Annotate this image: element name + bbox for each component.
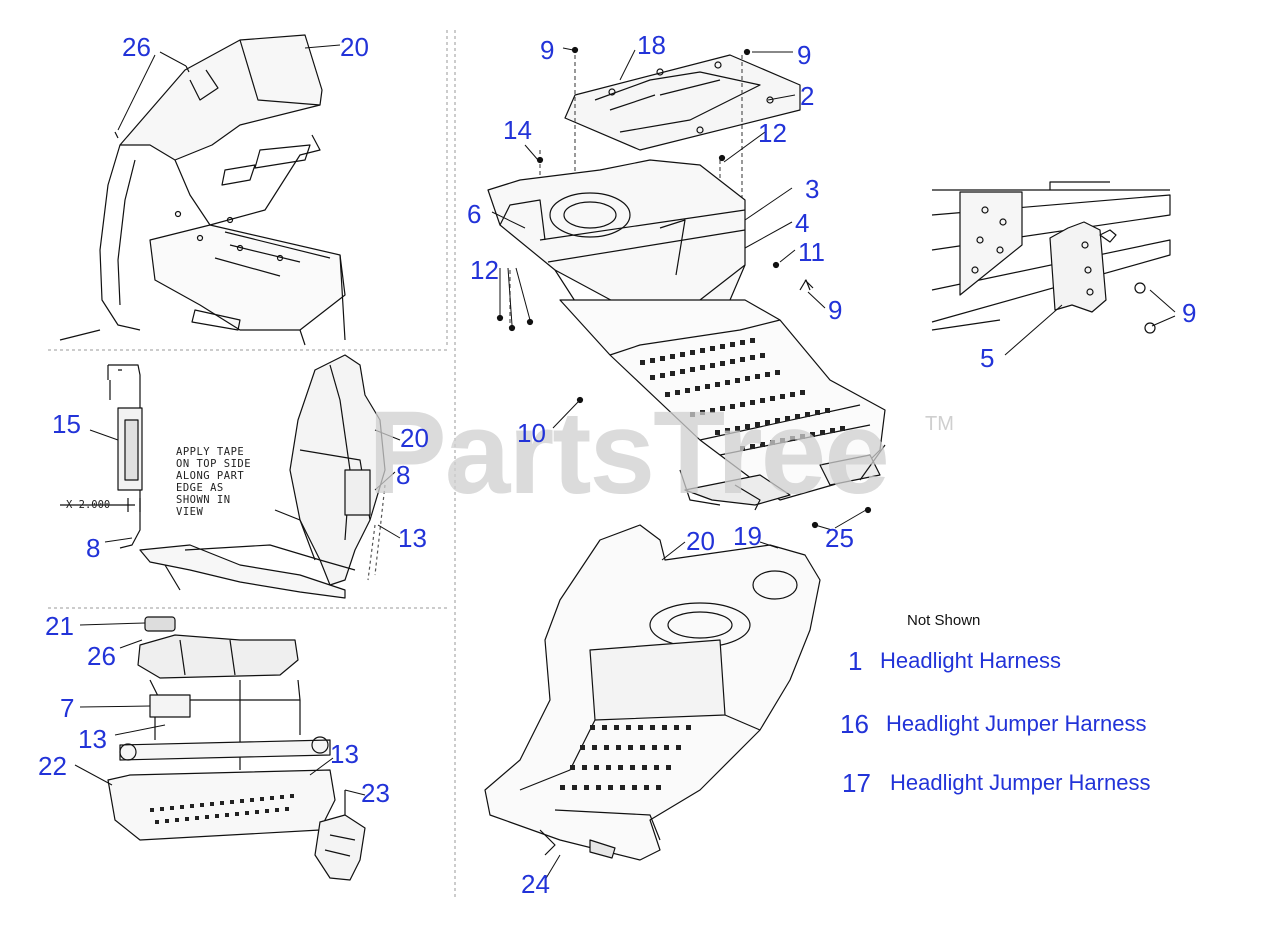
tape-detail-inset [60,364,346,599]
callout-22: 22 [38,751,67,781]
callout-6: 6 [467,199,482,229]
callout-18: 18 [637,30,666,60]
not-shown-heading: Not Shown [907,612,981,629]
not-shown-item-number: 17 [842,768,871,798]
callout-13: 13 [398,523,427,553]
callout-25: 25 [825,523,854,553]
fender-bracket-view [184,354,386,586]
callout-20: 20 [340,32,369,62]
tape-instruction-line: VIEW [176,506,204,518]
callout-5: 5 [980,343,995,373]
not-shown-item-name: Headlight Jumper Harness [890,770,1151,795]
frame-detail-view [931,181,1171,334]
callout-13: 13 [78,724,107,754]
callout-11: 11 [798,237,825,267]
assembled-body-view [484,524,821,861]
tape-instruction-line: APPLY TAPE [176,446,245,458]
section-dividers [48,30,456,900]
callout-9: 9 [828,295,843,325]
not-shown-item-name: Headlight Jumper Harness [886,711,1147,736]
callout-8: 8 [396,460,411,490]
not-shown-item-number: 16 [840,709,869,739]
front-assembly-view [107,616,366,881]
tape-dimension: X 2.000 [66,499,111,511]
callout-26: 26 [122,32,151,62]
callout-8: 8 [86,533,101,563]
not-shown-item-number: 1 [848,646,863,676]
callout-23: 23 [361,778,390,808]
callout-9: 9 [1182,298,1197,328]
callout-20: 20 [400,423,429,453]
callout-4: 4 [795,208,810,238]
tape-instruction: APPLY TAPE ON TOP SIDE ALONG PART EDGE A… [176,446,251,518]
callout-3: 3 [805,174,820,204]
floor-perforations [640,338,845,451]
tape-instruction-line: ALONG PART [176,470,245,482]
callout-7: 7 [60,693,75,723]
callout-9: 9 [797,40,812,70]
not-shown-item-name: Headlight Harness [880,648,1061,673]
tape-instruction-line: EDGE AS [176,482,224,494]
callout-2: 2 [800,81,815,111]
callout-14: 14 [503,115,532,145]
callout-26: 26 [87,641,116,671]
watermark-trademark: TM [925,413,954,435]
tape-instruction-line: SHOWN IN [176,494,231,506]
fender-assembly-view [59,34,346,346]
watermark: PartsTree [368,387,890,519]
tape-instruction-line: ON TOP SIDE [176,458,252,470]
callout-10: 10 [517,418,546,448]
callout-19: 19 [733,521,762,551]
callout-12: 12 [470,255,499,285]
callout-9: 9 [540,35,555,65]
leader-lines [74,44,1176,881]
callout-12: 12 [758,118,787,148]
callout-13: 13 [330,739,359,769]
callout-24: 24 [521,869,550,899]
callout-21: 21 [45,611,74,641]
callout-15: 15 [52,409,81,439]
callout-20: 20 [686,526,715,556]
